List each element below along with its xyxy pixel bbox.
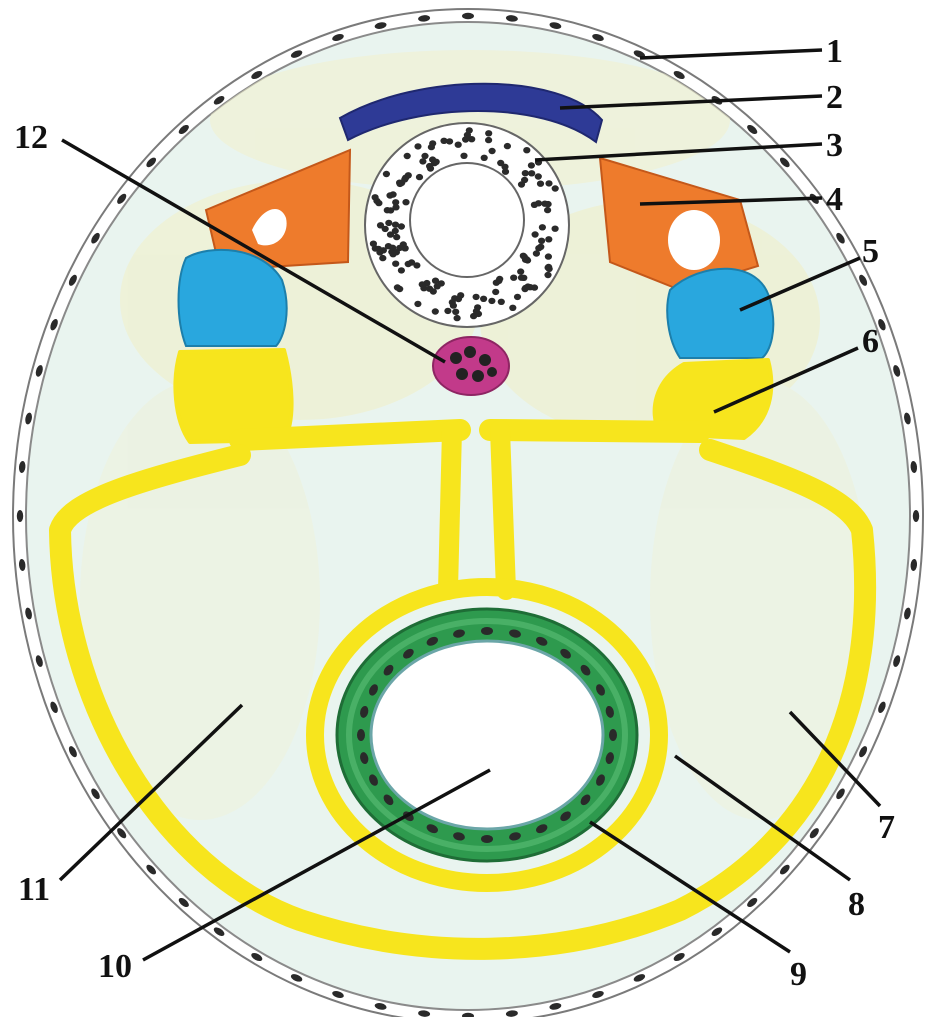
label-9: 9 (790, 956, 807, 993)
label-4: 4 (826, 181, 843, 218)
notochord (433, 337, 509, 395)
label-6: 6 (862, 323, 879, 360)
label-8: 8 (848, 886, 865, 923)
neural-tube (365, 123, 569, 327)
label-3: 3 (826, 127, 843, 164)
label-11: 11 (18, 871, 50, 908)
label-5: 5 (862, 233, 879, 270)
label-2: 2 (826, 79, 843, 116)
label-12: 12 (14, 119, 48, 156)
blue-segment-right (667, 269, 773, 358)
label-1: 1 (826, 33, 843, 70)
label-10: 10 (98, 948, 132, 985)
label-7: 7 (878, 809, 895, 846)
